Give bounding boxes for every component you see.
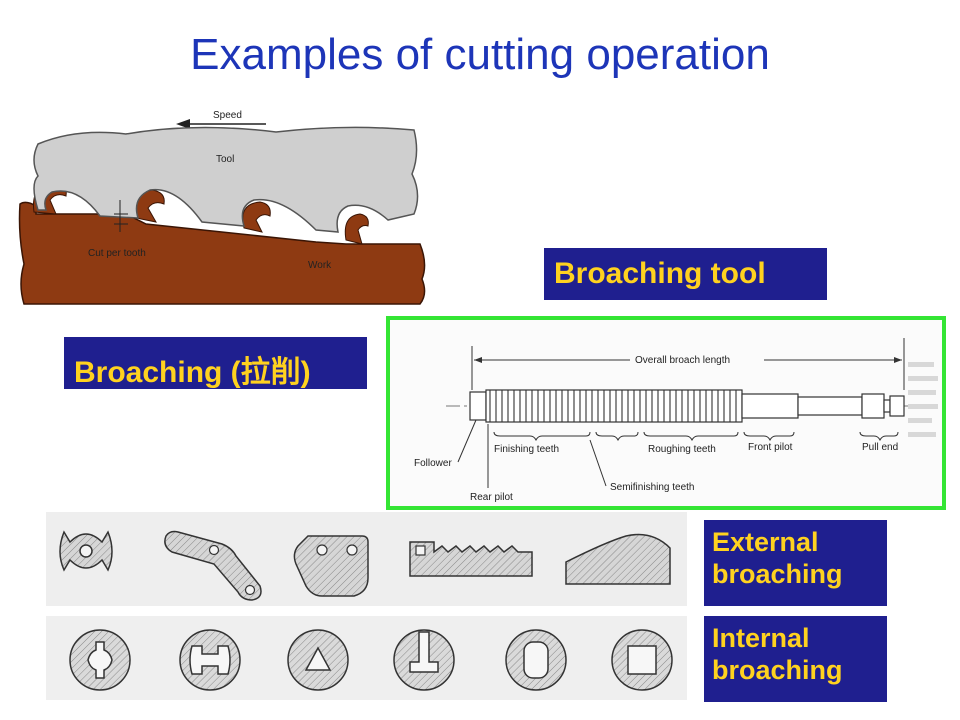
saw-diagram-svg: Speed Tool Cut per tooth Work — [18, 110, 426, 305]
work-label: Work — [308, 260, 332, 271]
teeth-body — [485, 389, 743, 423]
internal-label-line1: Internal — [712, 623, 810, 653]
finishing-bracket — [493, 431, 591, 442]
broach-svg: Overall broach length Finishing teeth Ro… — [414, 338, 938, 503]
internal-label-line2: broaching — [712, 655, 843, 685]
cut-per-tooth-label: Cut per tooth — [88, 248, 146, 259]
teeth-lines — [489, 390, 737, 422]
external-label-line2: broaching — [712, 559, 843, 589]
internal-shapes-svg — [69, 629, 673, 691]
pull-end-shape — [861, 393, 885, 419]
speed-label: Speed — [213, 110, 242, 121]
front-pilot-shape — [741, 393, 799, 419]
ext-shape-rack — [409, 541, 533, 577]
saw-tool — [33, 126, 419, 233]
roughing-teeth-label: Roughing teeth — [648, 444, 716, 455]
ext-shape-lever — [164, 530, 262, 601]
slide-title: Examples of cutting operation — [190, 30, 770, 79]
broach-tool-figure: Overall broach length Finishing teeth Ro… — [386, 316, 946, 510]
follower-label: Follower — [414, 458, 452, 469]
front-pilot-label: Front pilot — [748, 442, 793, 453]
semifinishing-teeth-label: Semifinishing teeth — [610, 482, 695, 493]
finishing-teeth-label: Finishing teeth — [494, 444, 559, 455]
speed-arrow-head — [176, 119, 190, 129]
ext-shape-contour — [565, 533, 671, 585]
internal-broaching-shapes — [46, 616, 687, 700]
external-broaching-shapes — [46, 512, 687, 606]
external-broaching-label: External broaching — [704, 520, 887, 606]
rear-pilot-label: Rear pilot — [470, 492, 513, 503]
front-pilot-bracket — [743, 431, 795, 442]
scan-bleed-lines — [908, 362, 938, 437]
semifinishing-bracket — [595, 431, 639, 442]
external-shapes-svg — [59, 530, 671, 601]
external-label-line1: External — [712, 527, 819, 557]
broaching-label: Broaching (拉削) — [64, 337, 367, 389]
tool-label: Tool — [216, 154, 234, 165]
pull-end-label: Pull end — [862, 442, 898, 453]
shank — [797, 396, 863, 416]
saw-cutting-diagram: Speed Tool Cut per tooth Work — [16, 104, 436, 306]
rear-pilot-shape — [469, 391, 487, 421]
overall-length-label: Overall broach length — [635, 355, 730, 366]
ext-shape-plate — [293, 535, 369, 597]
pull-end-bracket — [859, 431, 899, 442]
chip-3 — [242, 201, 271, 233]
internal-broaching-label: Internal broaching — [704, 616, 887, 702]
roughing-bracket — [643, 431, 739, 442]
chip-4 — [344, 213, 369, 245]
broaching-tool-label: Broaching tool — [544, 248, 827, 300]
